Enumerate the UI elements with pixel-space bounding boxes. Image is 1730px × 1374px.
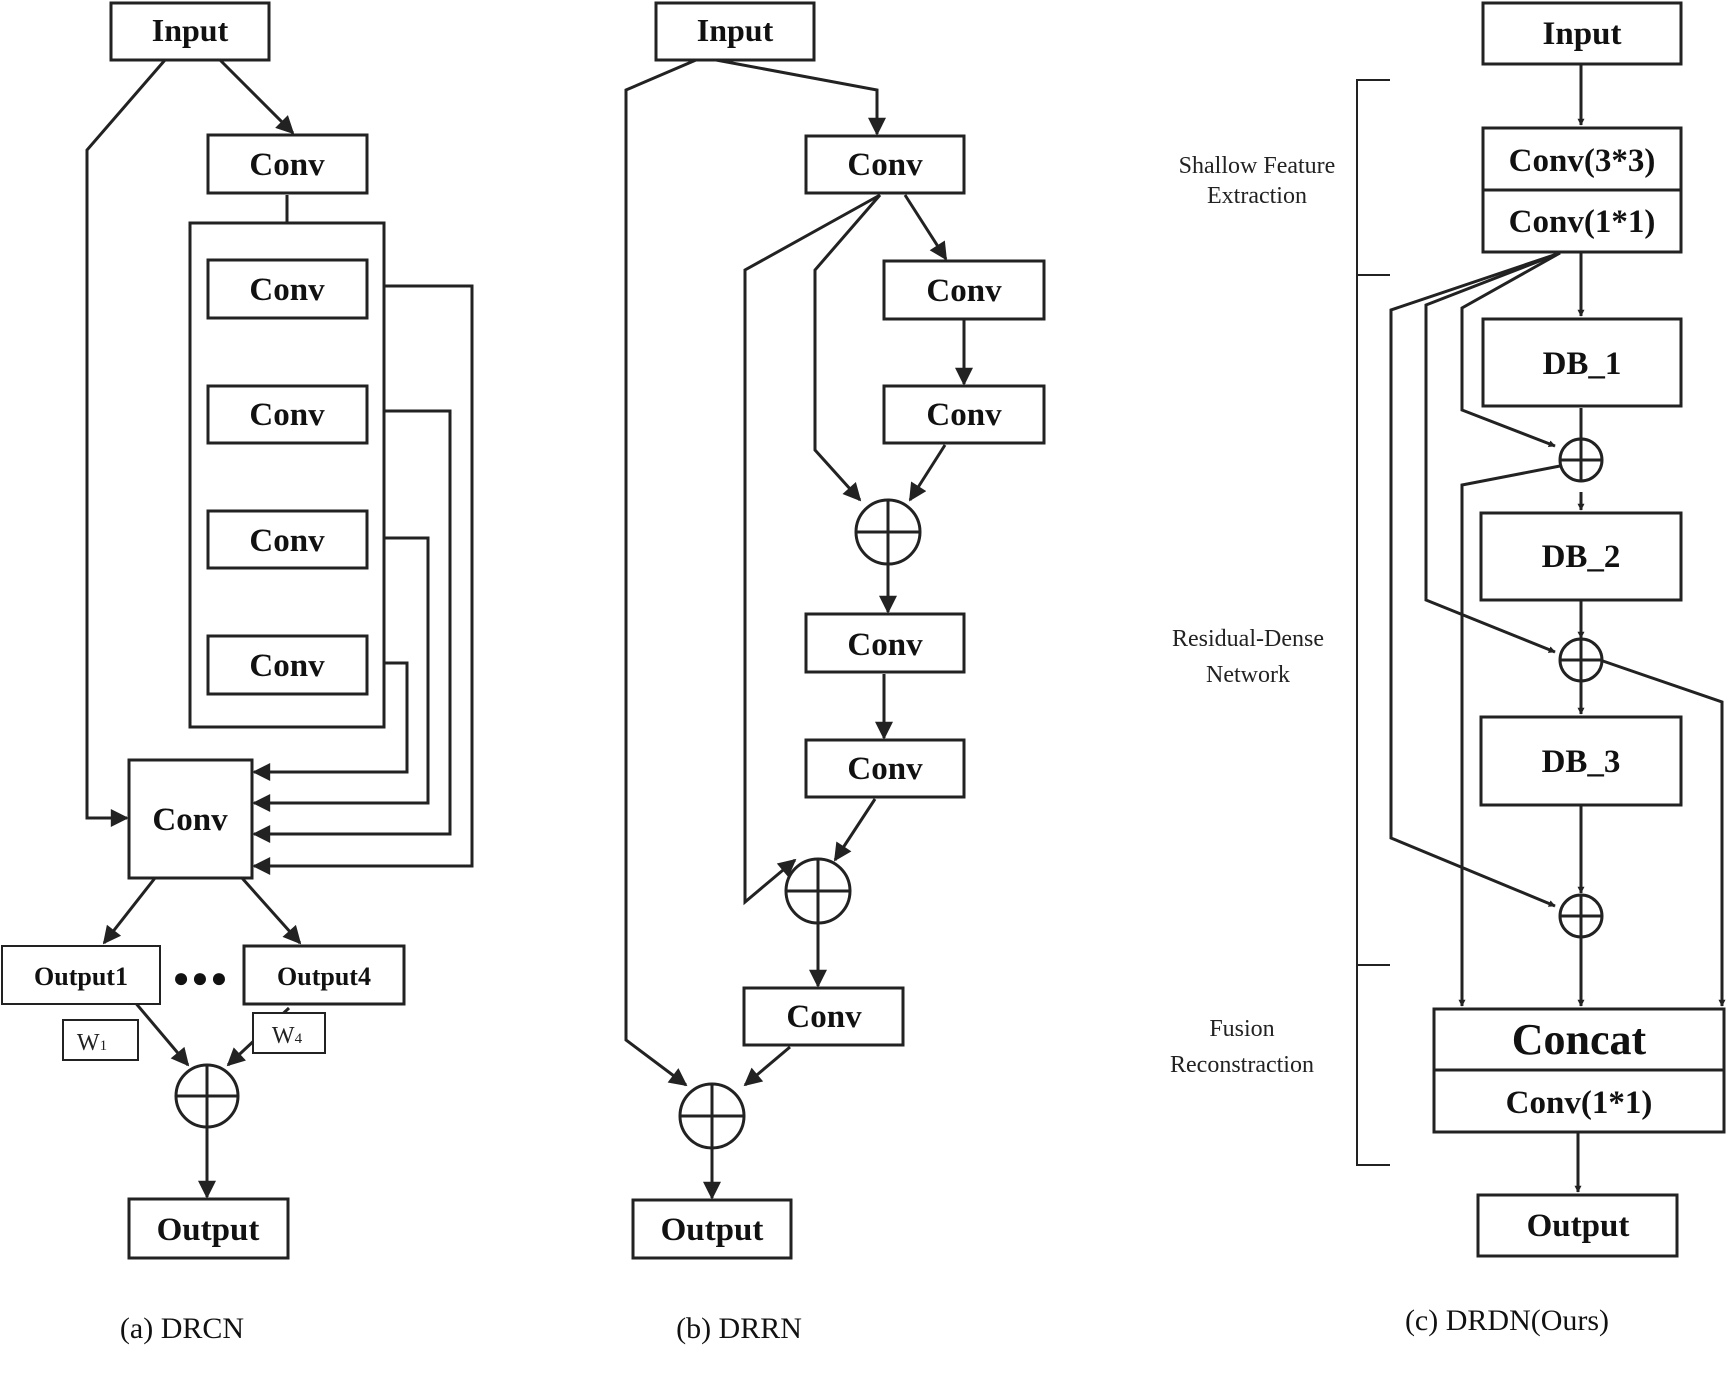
drdn-stage-shallow-line1: Shallow Feature <box>1179 153 1336 179</box>
drrn-conv-4-label: Conv <box>847 627 923 663</box>
drcn-caption: (a) DRCN <box>120 1312 244 1345</box>
drrn-conv-3 <box>882 384 1046 445</box>
panel-drdn: Shallow Feature Extraction Residual-Dens… <box>1170 1 1726 1337</box>
drrn-output-box <box>631 1198 793 1260</box>
drdn-conv11-label: Conv(1*1) <box>1509 204 1656 240</box>
drrn-conv-6-label: Conv <box>786 999 862 1035</box>
drdn-stage-brackets <box>1356 79 1390 1166</box>
drrn-conv-1 <box>804 134 966 195</box>
drdn-output-label: Output <box>1527 1208 1630 1244</box>
drrn-conv-2 <box>882 259 1046 321</box>
drcn-output-label: Output <box>157 1212 260 1248</box>
drcn-conv-reconstruction-label: Conv <box>152 802 228 838</box>
drdn-conv33-label: Conv(3*3) <box>1509 143 1656 179</box>
drdn-stage-fusion-line1: Fusion <box>1209 1016 1274 1042</box>
drrn-conv-1-label: Conv <box>847 147 923 183</box>
drrn-output-label: Output <box>661 1212 764 1248</box>
drrn-conv-5-label: Conv <box>847 751 923 787</box>
drcn-conv-reconstruction <box>127 758 254 880</box>
drrn-caption: (b) DRRN <box>676 1312 802 1345</box>
drrn-sum-node-1 <box>854 498 922 566</box>
drrn-connections <box>624 58 973 1200</box>
drdn-sum-node-1 <box>1558 437 1604 483</box>
drcn-conv-1-label: Conv <box>249 147 325 183</box>
drcn-weight-w1-label: W1 <box>77 1030 107 1056</box>
drdn-connections <box>1389 64 1726 1193</box>
drcn-input-label: Input <box>152 12 229 48</box>
drdn-conv11-box <box>1481 188 1683 254</box>
drdn-stage-shallow-line2: Extraction <box>1207 183 1307 209</box>
drdn-db2-label: DB_2 <box>1542 539 1621 575</box>
drcn-conv-5 <box>206 634 369 696</box>
panel-drrn: Input Conv Conv Conv Conv Conv Conv <box>624 1 1046 1345</box>
panel-drcn: Input Conv Conv Conv Conv Conv Conv Outp… <box>1 1 474 1345</box>
drdn-db3-box <box>1479 715 1683 807</box>
drcn-conv-3-label: Conv <box>249 397 325 433</box>
drcn-conv-4 <box>206 509 369 570</box>
drdn-stage-residual-line1: Residual-Dense <box>1172 626 1324 652</box>
drdn-caption: (c) DRDN(Ours) <box>1405 1304 1609 1337</box>
drcn-weight-w4-label: W4 <box>272 1023 303 1049</box>
drrn-sum-node-3 <box>678 1082 746 1150</box>
drcn-conv-1 <box>206 133 369 195</box>
drcn-conv-5-label: Conv <box>249 648 325 684</box>
drcn-conv-2-label: Conv <box>249 272 325 308</box>
drcn-input-box <box>109 1 271 62</box>
drcn-conv-2 <box>206 258 369 320</box>
drrn-conv-4 <box>804 612 966 674</box>
drrn-sum-node-2 <box>784 857 852 925</box>
drdn-stage-residual-line2: Network <box>1206 662 1290 688</box>
drcn-conv-4-label: Conv <box>249 523 325 559</box>
drrn-conv-6 <box>742 986 905 1047</box>
drdn-db3-label: DB_3 <box>1542 744 1621 780</box>
drcn-sum-node <box>174 1063 240 1129</box>
drrn-conv-3-label: Conv <box>926 397 1002 433</box>
drdn-concat-label: Concat <box>1512 1015 1647 1064</box>
drdn-sum-node-3 <box>1558 893 1604 939</box>
drcn-weight-w4-box <box>252 1012 326 1054</box>
drdn-sum-node-2 <box>1558 637 1604 683</box>
drdn-db2-box <box>1479 511 1683 602</box>
drdn-db1-label: DB_1 <box>1543 346 1622 382</box>
drrn-conv-2-label: Conv <box>926 273 1002 309</box>
drrn-input-label: Input <box>697 12 774 48</box>
drcn-output-box <box>127 1197 290 1260</box>
drdn-input-box <box>1481 1 1683 66</box>
drdn-conv11-out-box <box>1432 1068 1726 1134</box>
drcn-output1-box <box>1 945 161 1005</box>
drdn-conv11-out-label: Conv(1*1) <box>1506 1085 1653 1121</box>
drdn-input-label: Input <box>1543 16 1622 52</box>
drcn-ellipsis: ●●● <box>173 963 230 994</box>
drrn-input-box <box>654 1 816 62</box>
drdn-stage-fusion-line2: Reconstraction <box>1170 1052 1314 1078</box>
drcn-output1-label: Output1 <box>34 962 128 991</box>
drdn-output-box <box>1476 1193 1679 1258</box>
drdn-db1-box <box>1481 317 1683 408</box>
drrn-conv-5 <box>804 738 966 799</box>
drcn-output4-box <box>242 944 406 1006</box>
drcn-output4-label: Output4 <box>277 962 371 991</box>
drcn-conv-3 <box>206 384 369 445</box>
drdn-conv33-box <box>1481 126 1683 192</box>
drcn-weight-w1-box <box>62 1019 139 1061</box>
